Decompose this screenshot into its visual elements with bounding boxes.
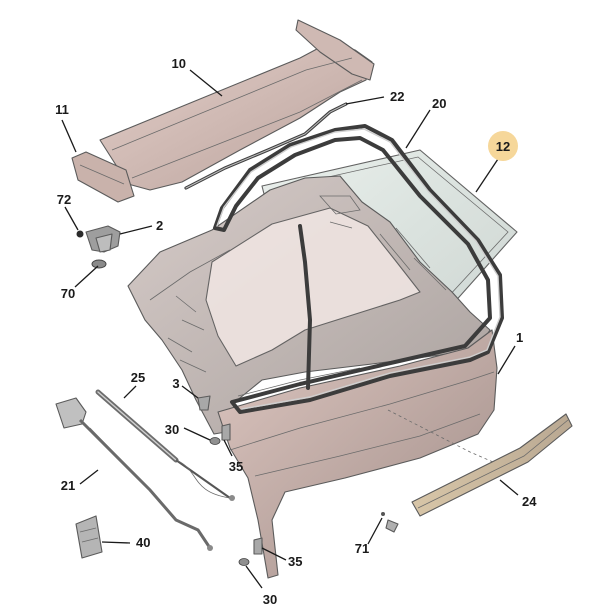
callout-12-highlight xyxy=(488,131,518,161)
callout-25: 25 xyxy=(131,370,145,385)
callout-24: 24 xyxy=(522,494,537,509)
callout-2: 2 xyxy=(156,218,163,233)
callout-40: 40 xyxy=(136,535,150,550)
hinge-assembly xyxy=(76,225,121,269)
callout-70: 70 xyxy=(61,286,75,301)
callout-30-lower: 30 xyxy=(263,592,277,606)
leader-lines xyxy=(61,69,519,589)
callout-35-lower: 35 xyxy=(288,554,302,569)
tailgate-seal xyxy=(213,124,504,414)
latch-module xyxy=(75,515,103,559)
callout-1: 1 xyxy=(516,330,523,345)
callout-35-upper: 35 xyxy=(229,459,243,474)
fasteners xyxy=(197,395,399,566)
callout-20: 20 xyxy=(432,96,446,111)
callout-22: 22 xyxy=(390,89,404,104)
lower-trim-strip xyxy=(411,413,573,517)
spoiler-end-cap xyxy=(71,151,135,203)
gas-strut xyxy=(95,389,235,501)
strut-bracket xyxy=(55,397,213,551)
callout-labels: 10 11 22 20 12 72 2 70 1 25 3 30 35 21 2… xyxy=(55,56,537,606)
callout-11: 11 xyxy=(55,102,69,117)
callout-71: 71 xyxy=(355,541,369,556)
callout-3: 3 xyxy=(172,376,179,391)
rear-spoiler xyxy=(99,19,375,191)
spoiler-seal-strip xyxy=(184,102,348,190)
callout-30-upper: 30 xyxy=(165,422,179,437)
callout-12: 12 xyxy=(496,139,510,154)
callout-10: 10 xyxy=(172,56,186,71)
callout-72: 72 xyxy=(57,192,71,207)
callout-21: 21 xyxy=(61,478,75,493)
